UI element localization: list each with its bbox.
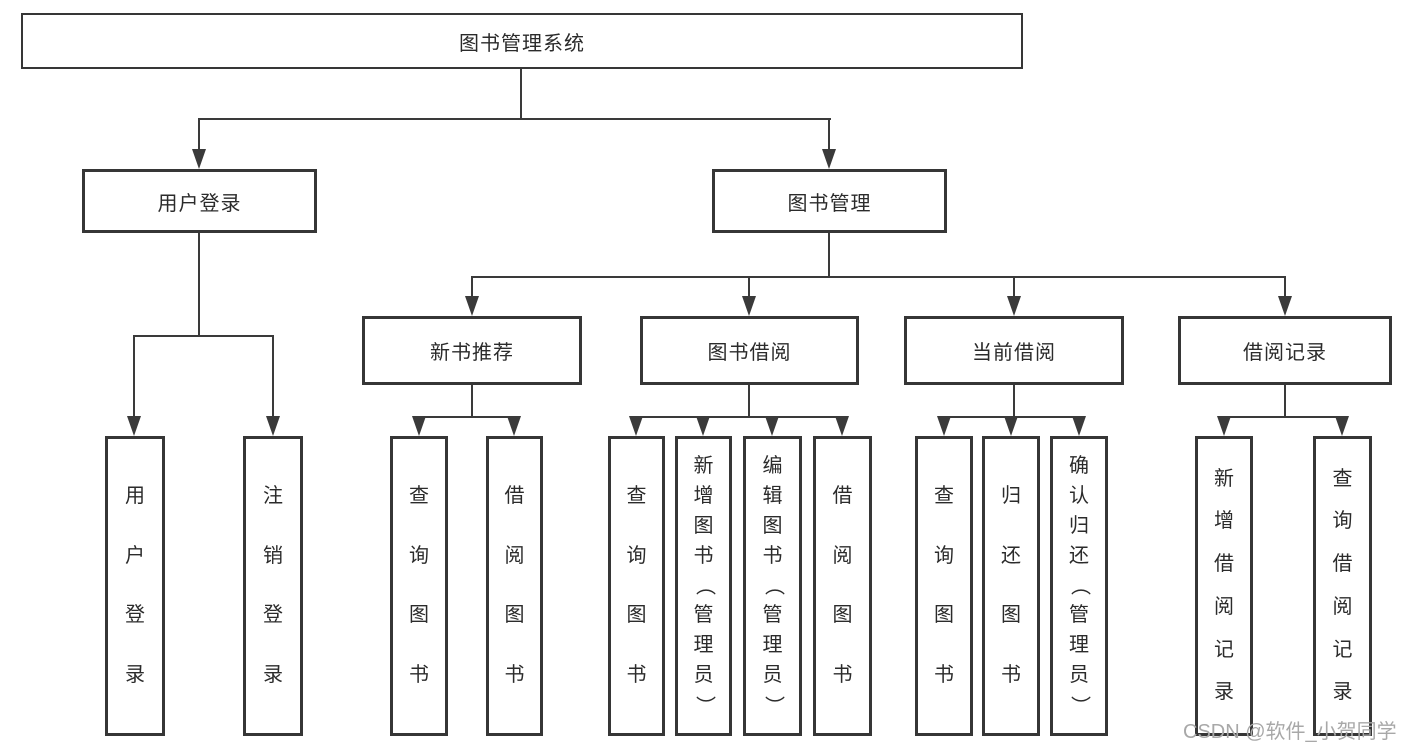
node-user-login: 用户登录 bbox=[82, 169, 317, 233]
arrow-down-icon bbox=[696, 416, 710, 436]
leaf-confirm-return: 确认归还（管理员） bbox=[1050, 436, 1108, 736]
arrow-down-icon bbox=[1072, 416, 1086, 436]
arrow-down-icon bbox=[742, 296, 756, 316]
connector-user-login-trunk bbox=[198, 233, 200, 335]
connector-new-book-trunk bbox=[471, 385, 473, 416]
connector-records-trunk bbox=[1284, 385, 1286, 416]
node-root: 图书管理系统 bbox=[21, 13, 1023, 69]
arrow-down-icon bbox=[1335, 416, 1349, 436]
csdn-watermark: CSDN @软件_小贺同学 bbox=[1183, 721, 1397, 743]
arrow-down-icon bbox=[465, 296, 479, 316]
connector-root-rail bbox=[199, 118, 831, 120]
leaf-query-borrow-record: 查询借阅记录 bbox=[1313, 436, 1372, 736]
connector-stem bbox=[198, 118, 200, 150]
leaf-query-book-borrow: 查询图书 bbox=[608, 436, 665, 736]
node-borrow-records: 借阅记录 bbox=[1178, 316, 1392, 385]
leaf-query-book-current: 查询图书 bbox=[915, 436, 973, 736]
leaf-add-book: 新增图书（管理员） bbox=[675, 436, 732, 736]
connector-user-login-rail bbox=[133, 335, 274, 337]
connector-borrow-trunk bbox=[748, 385, 750, 416]
leaf-return-book: 归还图书 bbox=[982, 436, 1040, 736]
connector-root-trunk bbox=[520, 69, 522, 118]
connector-stem bbox=[272, 335, 274, 417]
arrow-down-icon bbox=[765, 416, 779, 436]
node-new-book-rec: 新书推荐 bbox=[362, 316, 582, 385]
leaf-user-login: 用户登录 bbox=[105, 436, 165, 736]
leaf-borrow-book-newrec: 借阅图书 bbox=[486, 436, 543, 736]
node-book-mgmt: 图书管理 bbox=[712, 169, 947, 233]
node-current-borrow: 当前借阅 bbox=[904, 316, 1124, 385]
arrow-down-icon bbox=[192, 149, 206, 169]
connector-stem bbox=[748, 276, 750, 298]
connector-stem bbox=[133, 335, 135, 417]
leaf-logout: 注销登录 bbox=[243, 436, 303, 736]
leaf-borrow-book-borrow: 借阅图书 bbox=[813, 436, 872, 736]
arrow-down-icon bbox=[266, 416, 280, 436]
arrow-down-icon bbox=[1278, 296, 1292, 316]
connector-stem bbox=[471, 276, 473, 298]
connector-current-trunk bbox=[1013, 385, 1015, 416]
leaf-query-book-newrec: 查询图书 bbox=[390, 436, 448, 736]
leaf-edit-book: 编辑图书（管理员） bbox=[743, 436, 802, 736]
arrow-down-icon bbox=[1004, 416, 1018, 436]
connector-stem bbox=[1284, 276, 1286, 298]
arrow-down-icon bbox=[412, 416, 426, 436]
connector-borrow-rail bbox=[635, 416, 843, 418]
arrow-down-icon bbox=[127, 416, 141, 436]
connector-stem bbox=[1013, 276, 1015, 298]
leaf-add-borrow-record: 新增借阅记录 bbox=[1195, 436, 1253, 736]
connector-book-mgmt-trunk bbox=[828, 233, 830, 276]
arrow-down-icon bbox=[507, 416, 521, 436]
connector-new-book-rail bbox=[418, 416, 515, 418]
connector-stem bbox=[828, 118, 830, 150]
connector-book-mgmt-rail bbox=[471, 276, 1286, 278]
connector-records-rail bbox=[1223, 416, 1343, 418]
arrow-down-icon bbox=[629, 416, 643, 436]
arrow-down-icon bbox=[1217, 416, 1231, 436]
arrow-down-icon bbox=[822, 149, 836, 169]
arrow-down-icon bbox=[937, 416, 951, 436]
arrow-down-icon bbox=[1007, 296, 1021, 316]
arrow-down-icon bbox=[835, 416, 849, 436]
node-book-borrow: 图书借阅 bbox=[640, 316, 859, 385]
